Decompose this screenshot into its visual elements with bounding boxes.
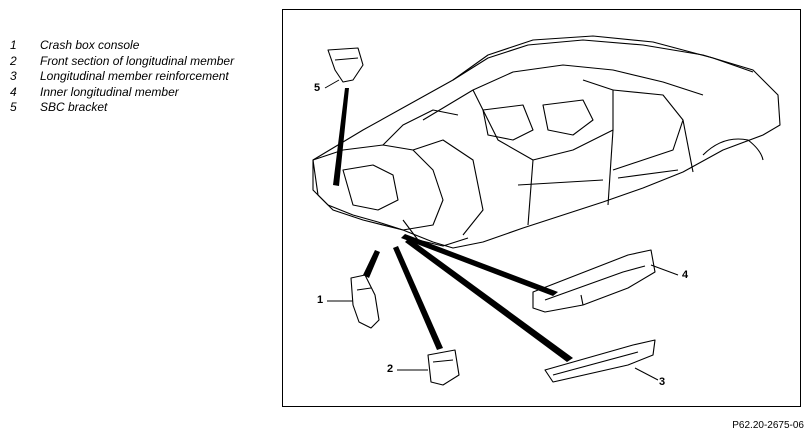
callout-5: 5 [314,82,321,94]
legend-number: 3 [10,69,17,83]
car-body-diagram [312,35,781,386]
legend-label: Inner longitudinal member [40,84,179,99]
legend-item-2: 2 Front section of longitudinal member [10,54,280,70]
leader-4 [650,264,679,276]
legend-number: 1 [10,38,17,52]
leader-5 [324,79,340,89]
legend-label: Front section of longitudinal member [40,53,235,68]
roof-line [452,35,754,81]
pointer-4 [401,234,558,296]
inner-longitudinal-member [532,249,656,313]
legend-number: 5 [10,100,17,114]
legend-item-5: 5 SBC bracket [10,100,280,116]
diagram-frame: 1 2 3 4 5 [282,9,801,407]
parts-legend: 1 Crash box console 2 Front section of l… [10,38,280,116]
callout-1: 1 [317,294,324,306]
legend-number: 4 [10,84,17,99]
figure-code: P62.20-2675-06 [732,420,804,431]
legend-item-4: 4 Inner longitudinal member [10,85,280,101]
crash-box-console [350,274,380,329]
longitudinal-reinforcement [544,339,656,383]
pointer-1 [363,250,380,278]
pointer-2 [393,246,443,350]
callout-4: 4 [682,269,689,281]
legend-label: SBC bracket [40,100,108,114]
callout-3: 3 [659,376,666,388]
legend-label: Longitudinal member reinforcement [40,69,229,83]
sbc-bracket [327,47,364,83]
car-body-outline [312,39,781,249]
legend-item-3: 3 Longitudinal member reinforcement [10,69,280,85]
front-section [427,349,460,386]
leader-3 [634,367,659,381]
legend-number: 2 [10,53,17,68]
pointer-3 [405,238,573,362]
engine-bay [312,144,444,231]
door-frame [472,79,614,161]
pointer-5 [333,88,349,186]
legend-item-1: 1 Crash box console [10,38,280,54]
callout-2: 2 [387,363,394,375]
legend-label: Crash box console [40,38,140,52]
